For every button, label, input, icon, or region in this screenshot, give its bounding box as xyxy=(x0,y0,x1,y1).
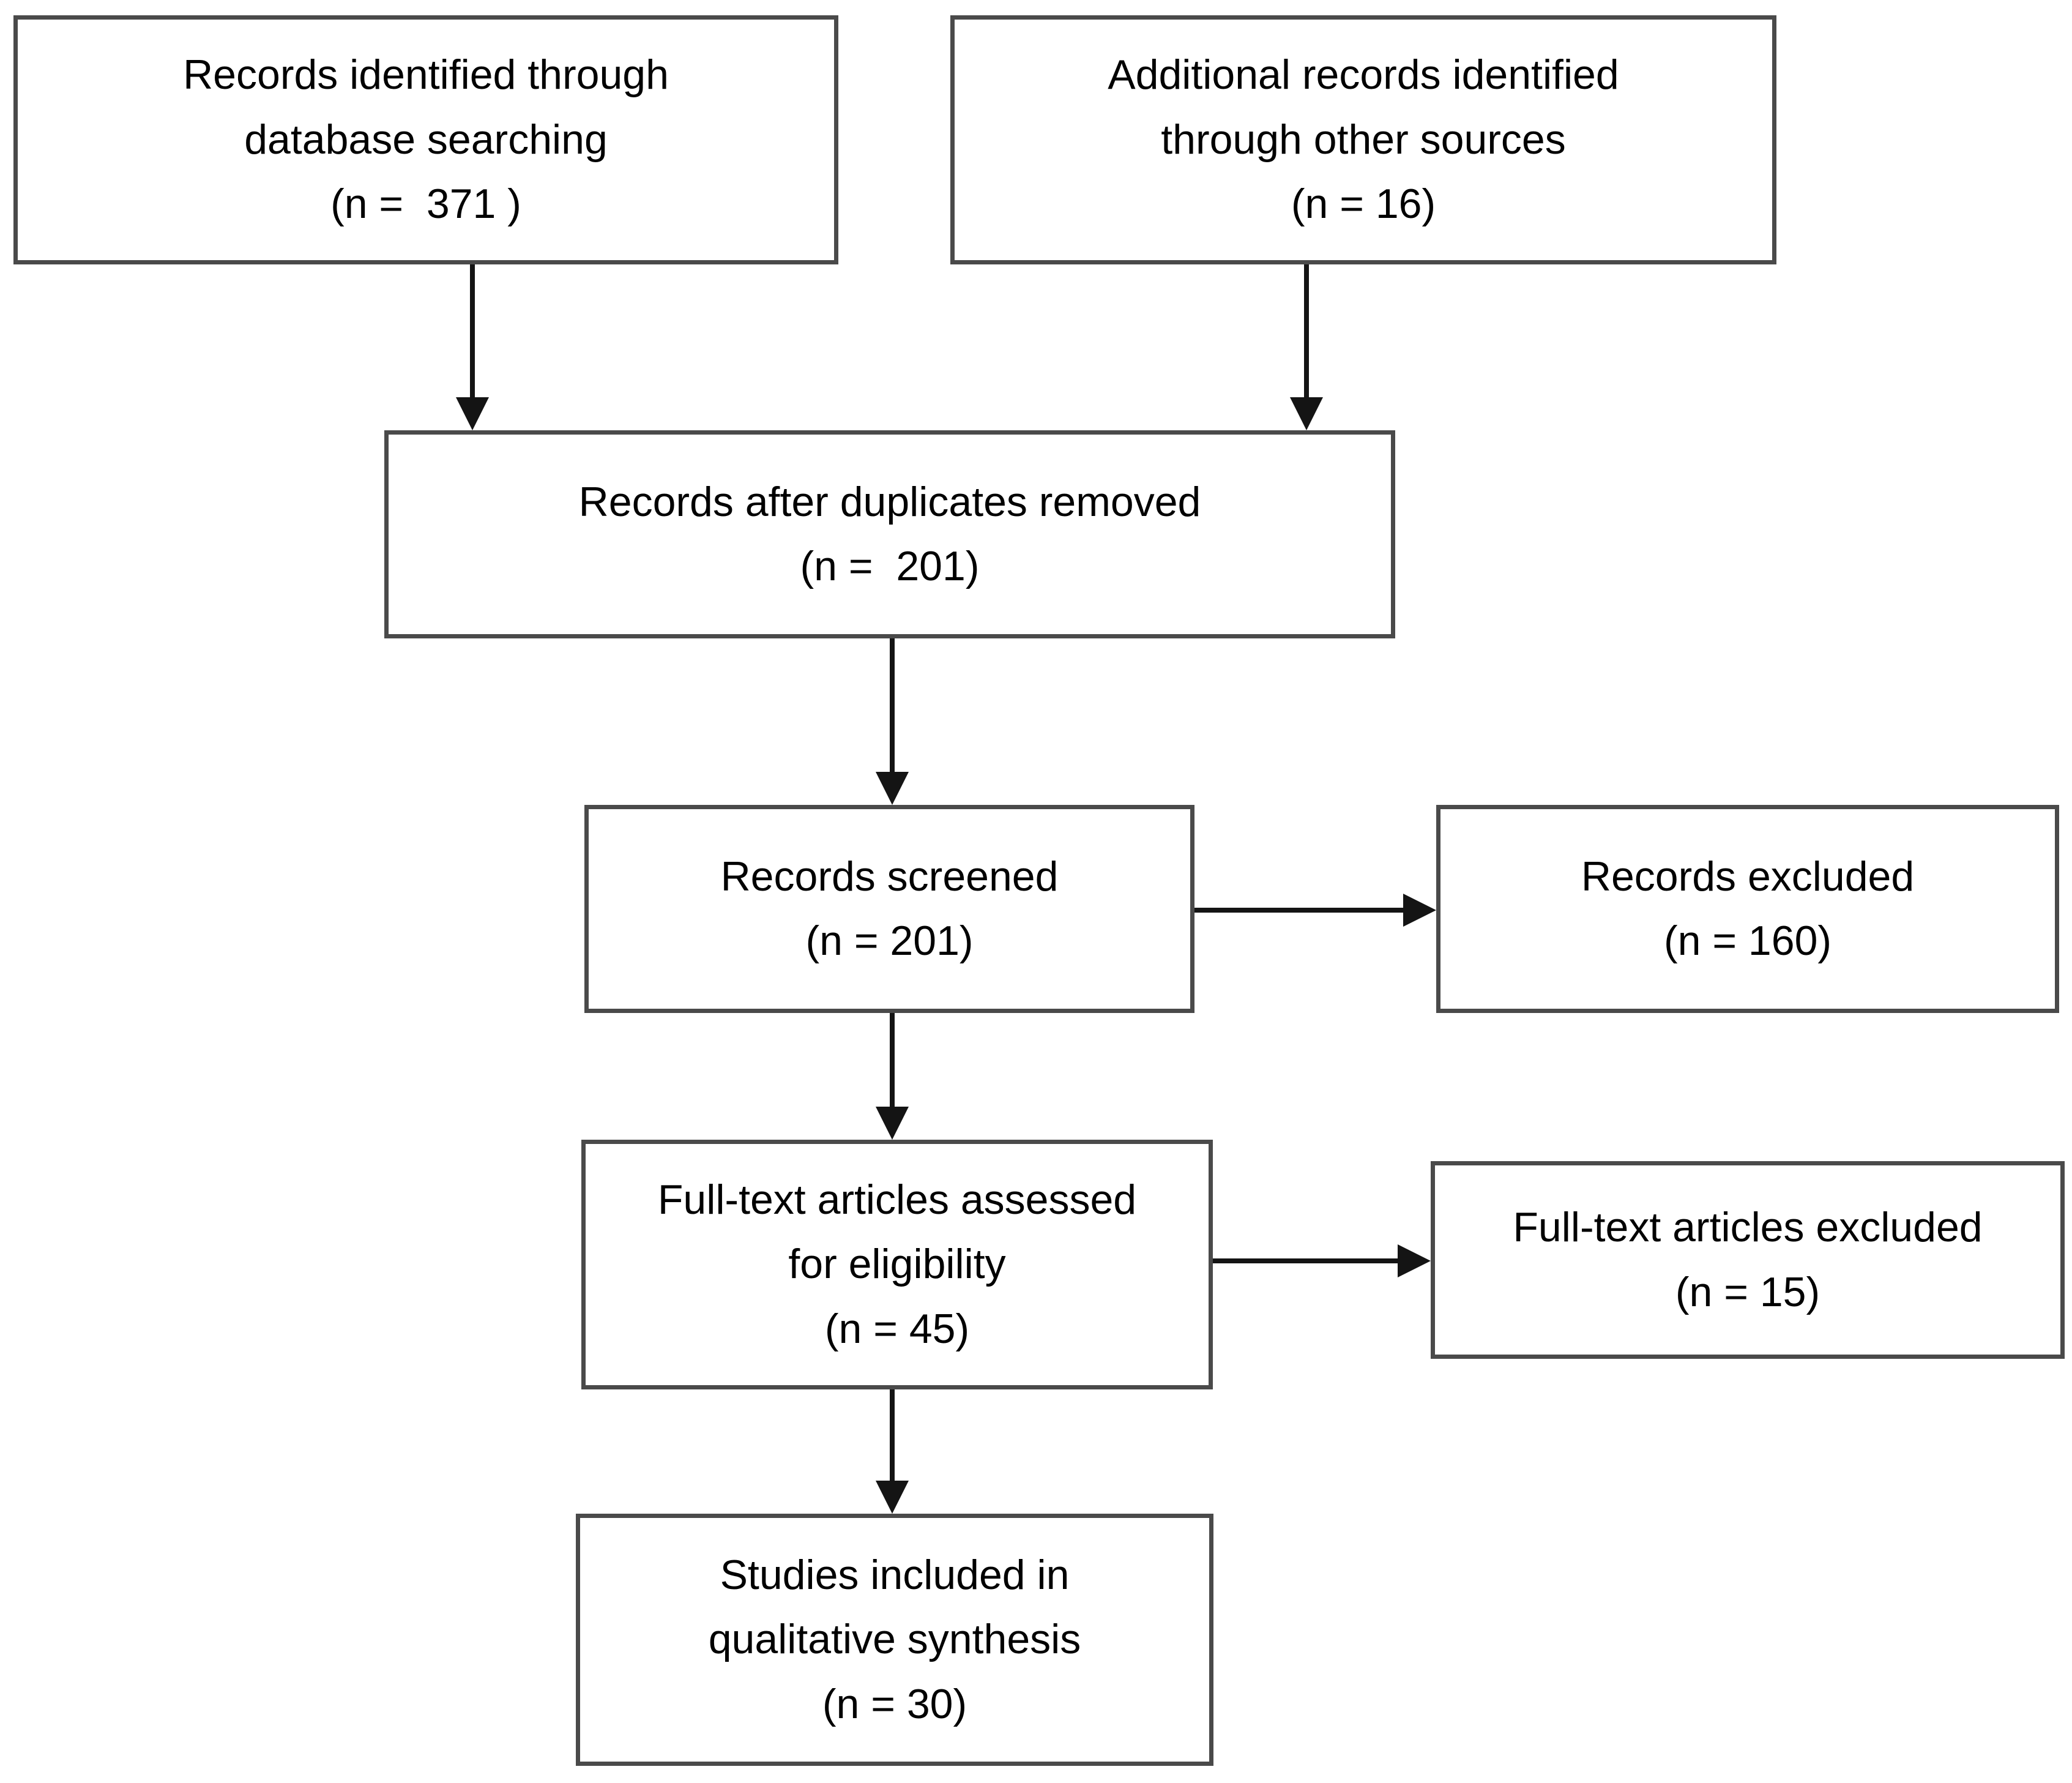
box-additional-records: Additional records identified through ot… xyxy=(950,15,1776,264)
box-records-screened: Records screened (n = 201) xyxy=(584,805,1194,1013)
arrow-screened-to-excluded-line xyxy=(1194,908,1407,913)
box-records-identified: Records identified through database sear… xyxy=(13,15,838,264)
arrow-additional-to-duplicates-line xyxy=(1304,264,1309,400)
arrow-screened-to-fulltext-line xyxy=(890,1013,895,1110)
arrow-duplicates-to-screened-line xyxy=(890,638,895,774)
arrow-screened-to-fulltext-head-icon xyxy=(876,1107,909,1140)
box-duplicates-removed: Records after duplicates removed (n = 20… xyxy=(384,430,1395,638)
arrow-fulltext-to-included-head-icon xyxy=(876,1481,909,1514)
box-records-excluded-label: Records excluded (n = 160) xyxy=(1581,853,1915,964)
arrow-identified-to-duplicates-line xyxy=(470,264,475,400)
box-studies-included: Studies included in qualitative synthesi… xyxy=(576,1514,1213,1766)
box-records-excluded: Records excluded (n = 160) xyxy=(1436,805,2059,1013)
box-additional-records-label: Additional records identified through ot… xyxy=(1108,51,1619,228)
arrow-fulltext-to-excluded-head-icon xyxy=(1398,1244,1431,1277)
box-studies-included-label: Studies included in qualitative synthesi… xyxy=(708,1551,1081,1727)
box-fulltext-assessed: Full-text articles assessed for eligibil… xyxy=(581,1140,1213,1389)
arrow-fulltext-to-excluded-line xyxy=(1213,1258,1401,1263)
box-fulltext-excluded-label: Full-text articles excluded (n = 15) xyxy=(1513,1204,1983,1315)
arrow-identified-to-duplicates-head-icon xyxy=(456,397,489,430)
box-duplicates-removed-label: Records after duplicates removed (n = 20… xyxy=(578,478,1201,589)
box-records-identified-label: Records identified through database sear… xyxy=(183,51,669,228)
box-fulltext-assessed-label: Full-text articles assessed for eligibil… xyxy=(657,1176,1137,1352)
box-records-screened-label: Records screened (n = 201) xyxy=(720,853,1059,964)
arrow-additional-to-duplicates-head-icon xyxy=(1290,397,1323,430)
arrow-fulltext-to-included-line xyxy=(890,1389,895,1484)
arrow-screened-to-excluded-head-icon xyxy=(1403,894,1436,927)
box-fulltext-excluded: Full-text articles excluded (n = 15) xyxy=(1431,1161,2065,1359)
arrow-duplicates-to-screened-head-icon xyxy=(876,772,909,805)
